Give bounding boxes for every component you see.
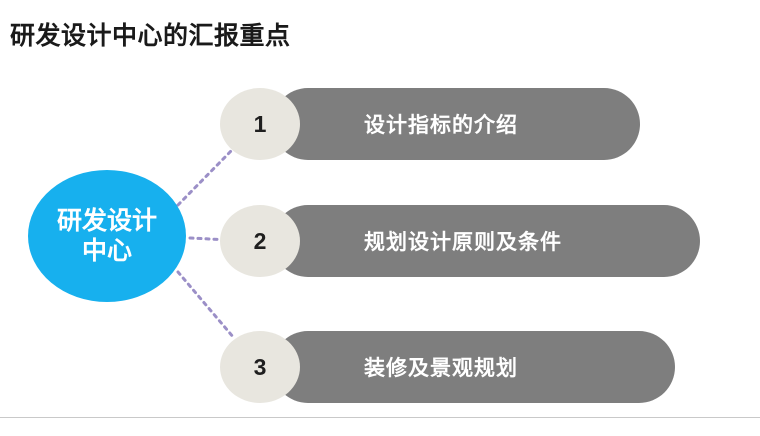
agenda-item-2-label: 规划设计原则及条件 (364, 231, 562, 254)
footer-divider (0, 417, 760, 418)
agenda-item-1-label: 设计指标的介绍 (364, 114, 518, 137)
agenda-item-1-number: 1 (220, 88, 300, 160)
agenda-item-2[interactable]: 规划设计原则及条件 2 (220, 205, 700, 277)
hub-label-line-1: 研发设计 (56, 207, 157, 235)
agenda-item-2-number: 2 (220, 205, 300, 277)
agenda-item-3[interactable]: 装修及景观规划 3 (220, 331, 675, 403)
agenda-item-1-bar: 设计指标的介绍 (272, 88, 640, 160)
page-title: 研发设计中心的汇报重点 (10, 22, 291, 50)
agenda-item-3-number: 3 (220, 331, 300, 403)
agenda-item-3-bar: 装修及景观规划 (272, 331, 675, 403)
agenda-item-3-label: 装修及景观规划 (364, 357, 518, 380)
agenda-item-2-bar: 规划设计原则及条件 (272, 205, 700, 277)
hub-label-line-2: 中心 (81, 237, 132, 265)
hub-center: 研发设计 中心 (28, 170, 186, 302)
agenda-item-1[interactable]: 设计指标的介绍 1 (220, 88, 640, 160)
connector-line-3 (176, 270, 236, 340)
